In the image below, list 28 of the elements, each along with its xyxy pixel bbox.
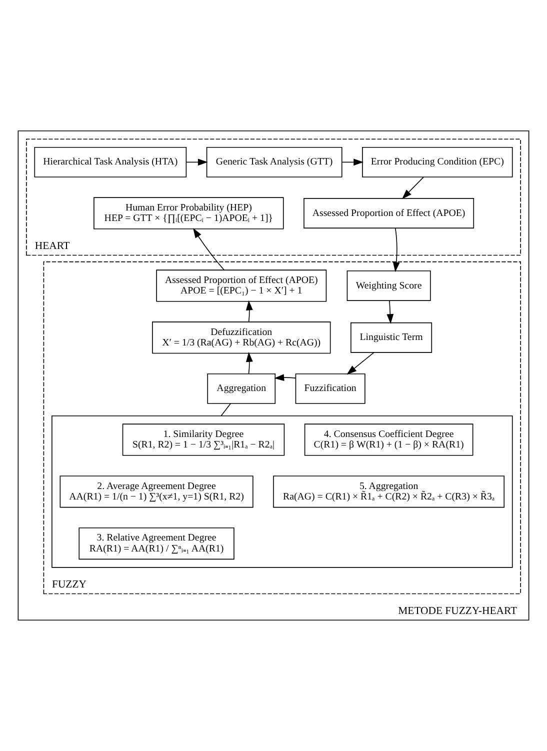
node-box: Generic Task Analysis (GTT) bbox=[206, 146, 342, 178]
arrow bbox=[186, 158, 208, 166]
node-box: Human Error Probability (HEP) HEP = GTT × {∏ᵢ[(EPCᵢ − 1)APOEᵢ + 1]} bbox=[94, 197, 284, 230]
arrow bbox=[346, 352, 374, 375]
arrow bbox=[274, 374, 296, 382]
arrow bbox=[246, 352, 253, 374]
node-box: Hierarchical Task Analysis (HTA) bbox=[34, 146, 187, 178]
arrow bbox=[192, 228, 224, 270]
cluster bbox=[52, 415, 513, 568]
arrow bbox=[246, 300, 253, 322]
node-box: 5. Aggregation Ra(AG) = C(R1) × R̃1ₐ + C(R2) × R̃2ₐ + C(R3) × R̃3ₐ bbox=[273, 476, 505, 508]
node-box: Assessed Proportion of Effect (APOE) APOE = [(EPC₁) − 1 × X′] + 1 bbox=[156, 270, 327, 302]
node-box: 2. Average Agreement Degree AA(R1) = 1/(n − 1) ∑³(x≠1, y=1) S(R1, R2) bbox=[60, 476, 254, 508]
arrow bbox=[386, 300, 394, 324]
node-box: Weighting Score bbox=[346, 270, 431, 301]
node-box: Defuzzification X′ = 1/3 (Ra(AG) + Rb(AG) + Rc(AG)) bbox=[152, 322, 331, 354]
node-box: Fuzzification bbox=[295, 373, 366, 404]
arrow bbox=[402, 176, 424, 200]
node-box: Aggregation bbox=[207, 373, 276, 404]
arrow bbox=[342, 158, 364, 166]
arrow bbox=[392, 228, 400, 272]
node-box: 1. Similarity Degree S(R1, R2) = 1 − 1/3 ∑³ᵢ₌₁|R1ₐ − R2ₐ| bbox=[122, 424, 285, 456]
node-box: Error Producing Condition (EPC) bbox=[362, 146, 513, 178]
node-box: 3. Relative Agreement Degree RA(R1) = AA(R1) / ∑ⁿᵢ₌₁ AA(R1) bbox=[78, 527, 234, 560]
connector bbox=[220, 403, 232, 416]
node-box: Linguistic Term bbox=[350, 322, 432, 353]
node-box: 4. Consensus Coefficient Degree C(R1) = β W(R1) + (1 − β) × RA(R1) bbox=[304, 424, 474, 456]
node-box: Assessed Proportion of Effect (APOE) bbox=[304, 198, 474, 228]
